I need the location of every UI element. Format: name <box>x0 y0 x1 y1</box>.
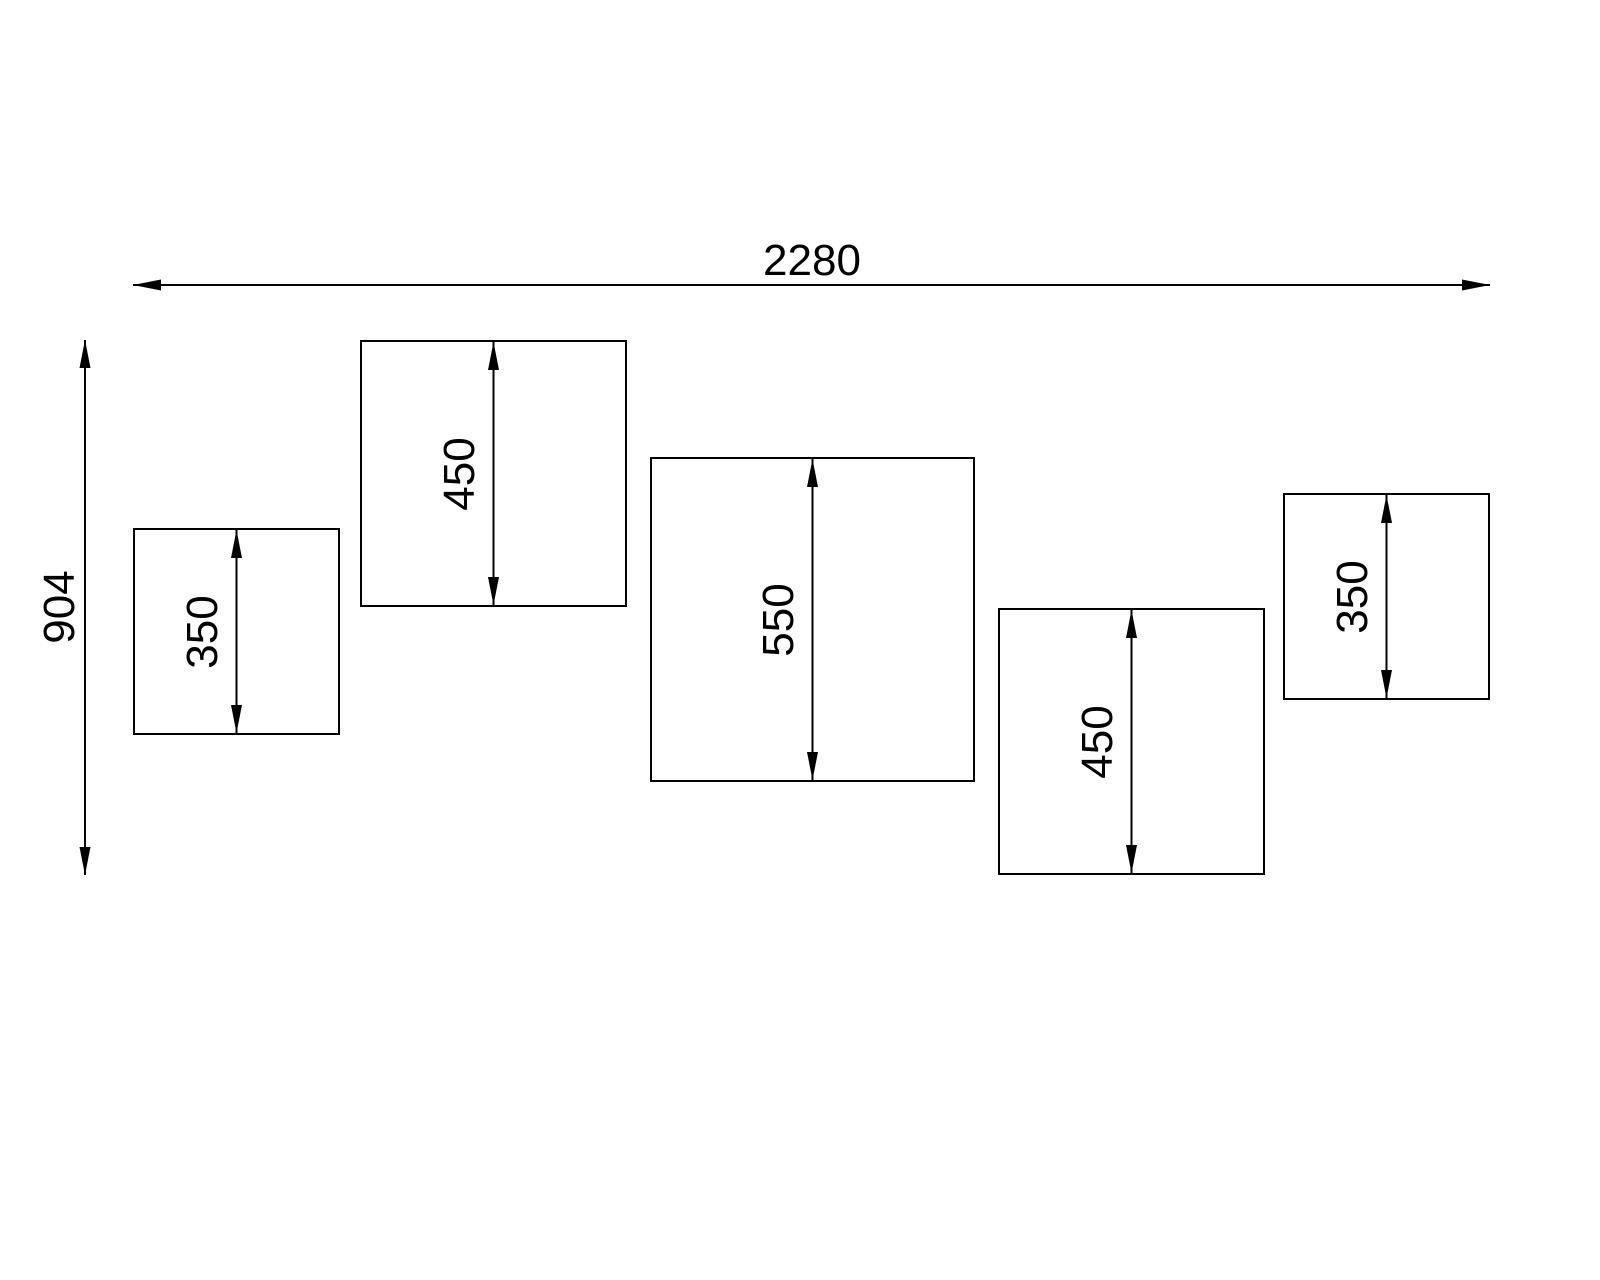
box-size-label-1: 350 <box>177 594 227 669</box>
overall-width-label: 2280 <box>763 236 861 285</box>
dimension-arrowhead <box>231 530 242 558</box>
dimension-arrowhead <box>231 705 242 733</box>
dimension-arrowhead <box>133 279 161 291</box>
dimension-arrowhead <box>1126 610 1137 638</box>
shelf-box-4 <box>998 608 1265 875</box>
box-size-label-3: 550 <box>753 582 803 657</box>
box-size-label-5: 350 <box>1327 559 1377 634</box>
dimension-arrowhead <box>1381 495 1392 523</box>
shelf-box-3 <box>650 457 975 782</box>
overall-height-label: 904 <box>35 570 84 644</box>
box-size-label-4: 450 <box>1072 704 1122 779</box>
dimension-arrowhead <box>79 340 91 368</box>
dimension-arrowhead <box>1381 670 1392 698</box>
dimension-arrowhead <box>807 459 818 487</box>
shelf-box-5 <box>1283 493 1490 700</box>
dimension-arrowhead <box>488 342 499 370</box>
shelf-box-2 <box>360 340 627 607</box>
dimension-arrowhead <box>807 752 818 780</box>
shelf-box-1 <box>133 528 340 735</box>
dimension-arrowhead <box>79 847 91 875</box>
dimension-arrowhead <box>488 577 499 605</box>
box-size-label-2: 450 <box>434 436 484 511</box>
dimension-arrowhead <box>1462 279 1490 291</box>
dimension-arrowhead <box>1126 845 1137 873</box>
